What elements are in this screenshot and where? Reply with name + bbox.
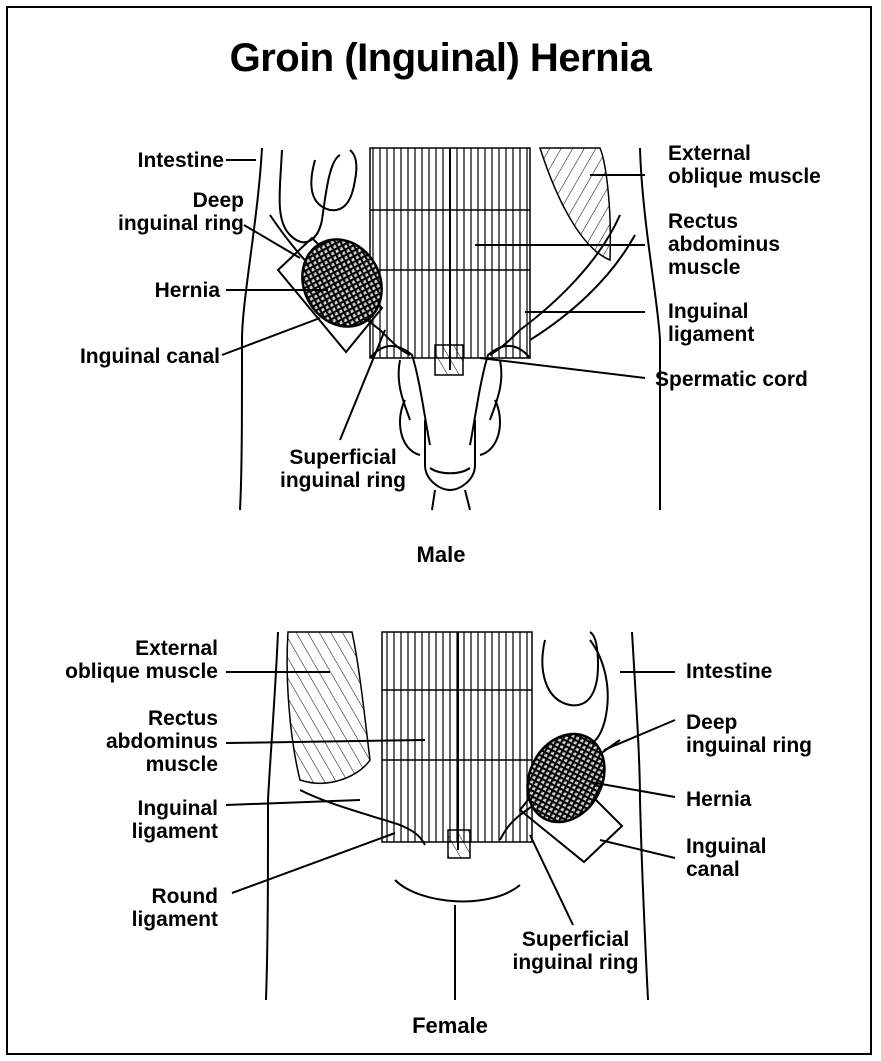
label-female-round-ligament: Round ligament (10, 885, 218, 931)
label-male-hernia: Hernia (60, 279, 220, 302)
label-female-superficial-inguinal-ring: Superficial inguinal ring (488, 928, 663, 974)
label-female-deep-inguinal-ring: Deep inguinal ring (686, 711, 866, 757)
label-female-inguinal-ligament: Inguinal ligament (10, 797, 218, 843)
label-female-intestine: Intestine (686, 660, 866, 683)
label-male-inguinal-ligament: Inguinal ligament (668, 300, 868, 346)
caption-female: Female (350, 1013, 550, 1039)
label-male-rectus-abdominus-muscle: Rectus abdominus muscle (668, 210, 868, 279)
label-male-superficial-inguinal-ring: Superficial inguinal ring (258, 446, 428, 492)
label-male-inguinal-canal: Inguinal canal (10, 345, 220, 368)
label-male-intestine: Intestine (60, 149, 224, 172)
label-male-spermatic-cord: Spermatic cord (655, 368, 865, 391)
label-female-external-oblique-muscle: External oblique muscle (10, 637, 218, 683)
label-female-hernia: Hernia (686, 788, 866, 811)
label-female-inguinal-canal: Inguinal canal (686, 835, 866, 881)
caption-male: Male (341, 542, 541, 568)
label-female-rectus-abdominus-muscle: Rectus abdominus muscle (10, 707, 218, 776)
label-male-deep-inguinal-ring: Deep inguinal ring (40, 189, 244, 235)
label-male-external-oblique-muscle: External oblique muscle (668, 142, 868, 188)
